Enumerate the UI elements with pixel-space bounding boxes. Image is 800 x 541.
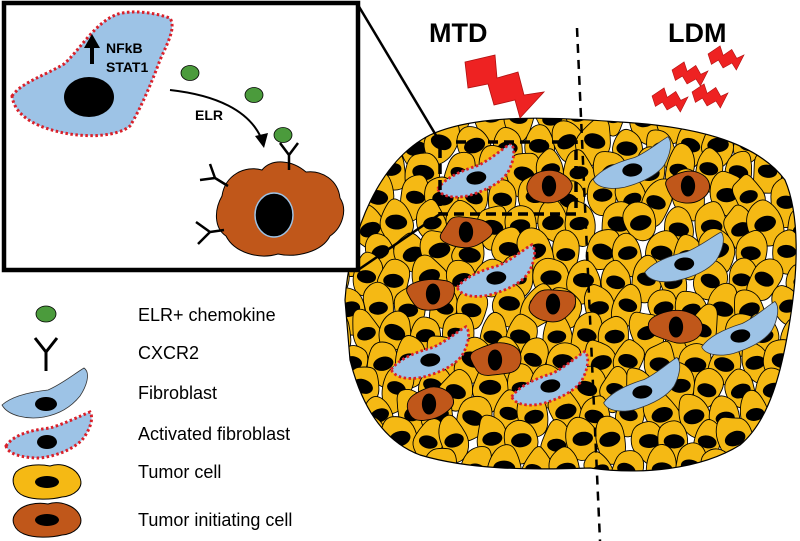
zoom-connector-bottom bbox=[357, 212, 441, 272]
lightning-ldm-icon bbox=[671, 61, 709, 87]
activated-fibroblast bbox=[436, 141, 516, 199]
tumor-cell bbox=[363, 118, 398, 163]
legend-label-tumor-initiating-cell: Tumor initiating cell bbox=[138, 510, 292, 530]
fibroblast bbox=[644, 231, 724, 283]
tumor-cell bbox=[622, 201, 657, 242]
chemokine-dot bbox=[180, 65, 200, 81]
zoom-region bbox=[438, 140, 578, 216]
tumor-initiating-cell bbox=[647, 309, 703, 344]
lightning-ldm-icon bbox=[707, 45, 745, 71]
legend-label-activated-fibroblast: Activated fibroblast bbox=[138, 424, 290, 444]
tumor-cell bbox=[345, 446, 364, 471]
tumor-cell bbox=[519, 446, 552, 471]
treatment-divider bbox=[575, 27, 602, 541]
inset-nucleus bbox=[64, 77, 114, 117]
green-dot-icon bbox=[35, 305, 57, 323]
tumor-initiating-cell-icon bbox=[12, 502, 82, 538]
lightning-ldm-icon bbox=[651, 87, 689, 113]
zoom-connector-top bbox=[356, 4, 442, 143]
tumor-cell bbox=[595, 415, 626, 465]
lightning-ldm-icon bbox=[691, 83, 729, 109]
elr-label: ELR bbox=[195, 107, 223, 123]
tumor-cell bbox=[345, 421, 353, 467]
tumor-cell bbox=[765, 393, 797, 441]
elr-arrow-head bbox=[255, 133, 268, 148]
tumor-cell bbox=[350, 415, 387, 464]
tumor-initiating-cell bbox=[406, 386, 455, 421]
chemokine-dot bbox=[244, 87, 264, 103]
tumor-outline bbox=[344, 117, 797, 472]
tumor-cell bbox=[608, 450, 645, 471]
legend-label-chemokine: ELR+ chemokine bbox=[138, 305, 276, 325]
chemokine-dot bbox=[273, 127, 293, 143]
tumor-initiating-cell bbox=[526, 169, 573, 204]
tumor-cell bbox=[764, 441, 797, 471]
legend: ELR+ chemokine CXCR2 Fibroblast Activate… bbox=[1, 305, 292, 538]
inset-activated-fibroblast bbox=[10, 10, 174, 138]
special-cells bbox=[389, 136, 779, 421]
elr-arrow bbox=[169, 89, 263, 141]
legend-label-fibroblast: Fibroblast bbox=[138, 383, 217, 403]
cxcr2-receptor bbox=[279, 142, 299, 170]
activated-fibroblast bbox=[455, 242, 536, 298]
upregulation-arrow-head bbox=[84, 34, 100, 48]
activated-fibroblast bbox=[389, 324, 470, 380]
tumor-initiating-cell bbox=[439, 216, 494, 249]
tumor-cell bbox=[770, 126, 797, 170]
fibroblast-icon bbox=[1, 367, 88, 419]
tumor-cell bbox=[715, 416, 754, 465]
tumor-cell bbox=[778, 417, 797, 464]
tumor-cell bbox=[345, 388, 365, 440]
tumor-initiating-cell bbox=[469, 342, 522, 376]
tumor-cell bbox=[783, 363, 797, 408]
lightning-ldm-group bbox=[651, 45, 745, 113]
tumor-cell bbox=[367, 445, 401, 471]
activated-fibroblast bbox=[510, 349, 590, 407]
tumor-cell bbox=[585, 229, 621, 270]
tumor-cell bbox=[537, 198, 568, 243]
tumor-cell bbox=[725, 118, 760, 144]
tumor-cell bbox=[756, 118, 785, 138]
tumor-cell bbox=[345, 360, 350, 407]
tumor-cell-icon bbox=[12, 464, 82, 500]
inset-panel: NFkB STAT1 ELR bbox=[1, 0, 361, 273]
lightning-mtd-icon bbox=[464, 54, 546, 119]
stat1-label: STAT1 bbox=[106, 59, 148, 75]
nfkb-label: NFkB bbox=[106, 40, 143, 56]
tumor-cell bbox=[754, 420, 785, 465]
legend-label-tumor-cell: Tumor cell bbox=[138, 462, 221, 482]
tumor-cell bbox=[345, 309, 352, 357]
tumor-initiating-cell bbox=[528, 289, 577, 323]
mtd-header: MTD bbox=[429, 18, 487, 48]
tumor-initiating-cell bbox=[665, 170, 711, 204]
tumor-cell bbox=[700, 448, 734, 471]
cxcr2-receptor bbox=[199, 163, 229, 188]
legend-label-cxcr2: CXCR2 bbox=[138, 343, 199, 363]
fibroblast bbox=[603, 356, 681, 412]
inset-tic-nucleus bbox=[254, 192, 294, 238]
activated-fibroblast-icon bbox=[4, 410, 94, 460]
tumor-cell bbox=[730, 450, 769, 471]
ldm-header: LDM bbox=[668, 18, 726, 48]
cxcr2-receptor bbox=[195, 220, 225, 245]
fibroblast bbox=[592, 136, 671, 189]
y-receptor-icon bbox=[33, 337, 59, 371]
fibroblast bbox=[701, 300, 779, 356]
tumor-cell bbox=[395, 449, 425, 471]
tumor-cell bbox=[382, 118, 413, 144]
tumor-initiating-cell bbox=[406, 278, 455, 311]
tumor-cell bbox=[781, 118, 797, 145]
